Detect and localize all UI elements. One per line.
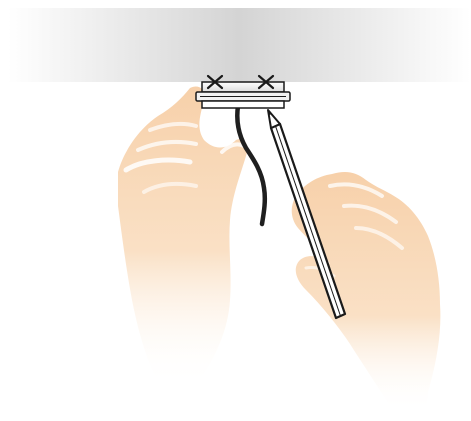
right-hand — [292, 172, 441, 412]
ceiling — [8, 8, 471, 82]
left-hand — [118, 87, 247, 387]
